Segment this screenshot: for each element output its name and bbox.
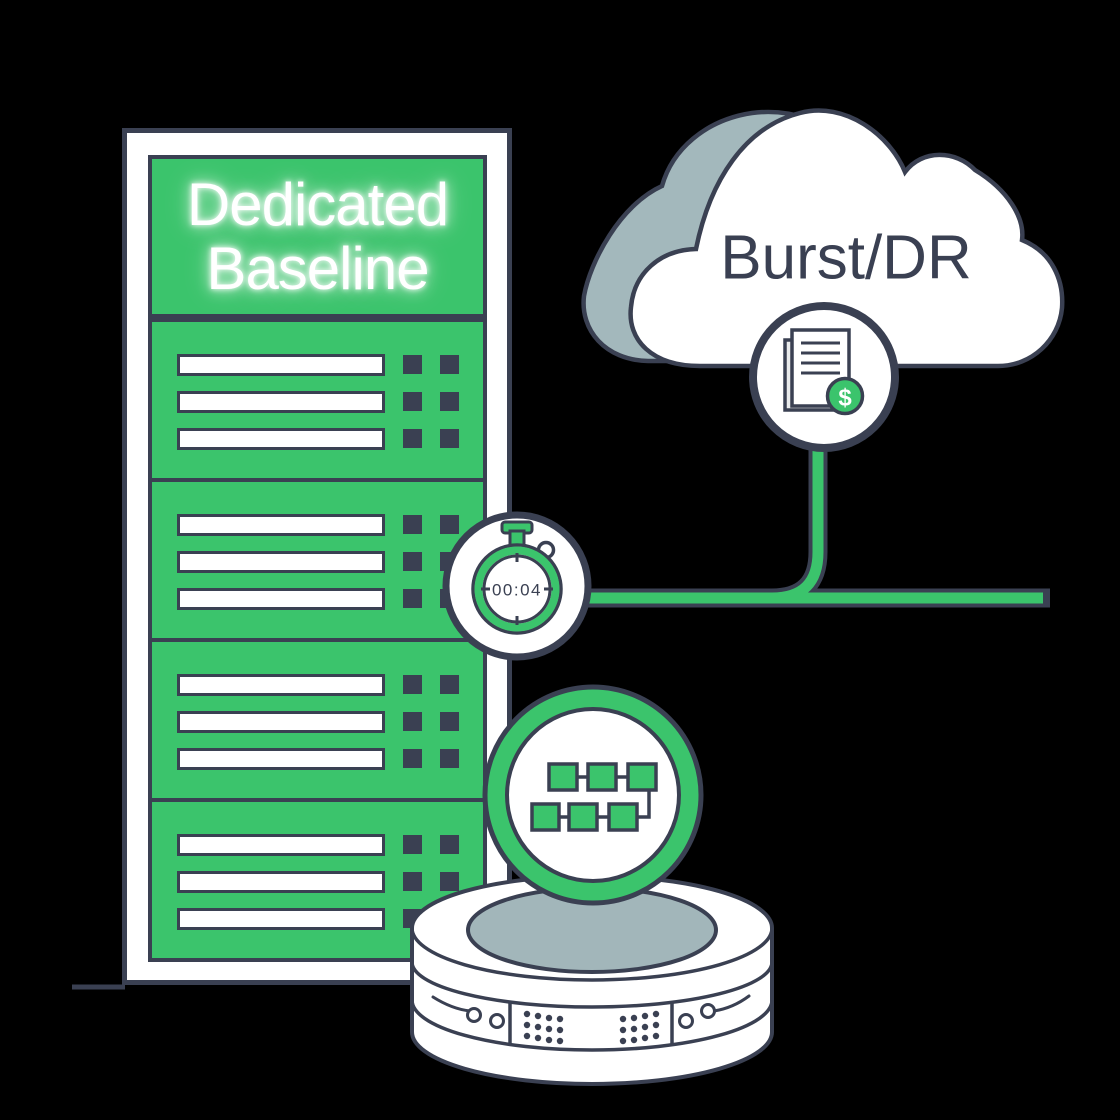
rack-unit: [148, 478, 487, 642]
drive-slot: [177, 428, 385, 450]
drive-slot: [177, 748, 385, 770]
led-square: [440, 392, 459, 411]
led-square: [403, 749, 422, 768]
drive-slot: [177, 514, 385, 536]
rack-title-line1: Dedicated: [186, 170, 449, 238]
drive-slot: [177, 908, 385, 930]
rack-title-line2: Baseline: [206, 234, 429, 302]
workflow-badge: [482, 684, 704, 906]
led-square: [403, 552, 422, 571]
led-square: [440, 355, 459, 374]
rack-unit: [148, 638, 487, 802]
drive-slot: [177, 834, 385, 856]
led-square: [440, 835, 459, 854]
led-square: [403, 355, 422, 374]
connector-lines: [588, 440, 1050, 608]
workflow-diagram-icon: [530, 762, 658, 832]
slot-row: [152, 748, 483, 770]
stopwatch-icon: 00:04: [471, 520, 563, 635]
cloud-label: Burst/DR: [720, 224, 971, 293]
storage-disk-icon: [410, 874, 774, 1086]
slot-row: [152, 391, 483, 413]
led-square: [403, 835, 422, 854]
rack-unit: [148, 318, 487, 482]
led-square: [403, 675, 422, 694]
billing-badge: $: [749, 302, 899, 452]
slot-row: [152, 674, 483, 696]
cloud-icon: [628, 108, 1065, 369]
dollar-sign: $: [838, 385, 852, 412]
led-square: [440, 515, 459, 534]
led-square: [440, 429, 459, 448]
led-square: [440, 675, 459, 694]
stopwatch-time: 00:04: [492, 581, 542, 600]
slot-row: [152, 711, 483, 733]
slot-row: [152, 514, 483, 536]
stopwatch: 00:04: [442, 511, 592, 661]
slot-row: [152, 428, 483, 450]
drive-slot: [177, 674, 385, 696]
disk-port-lights: [466, 1003, 716, 1029]
led-square: [440, 872, 459, 891]
drive-slot: [177, 588, 385, 610]
led-square: [440, 712, 459, 731]
led-square: [403, 429, 422, 448]
led-square: [440, 749, 459, 768]
drive-slot: [177, 711, 385, 733]
drive-slot: [177, 871, 385, 893]
drive-slot: [177, 391, 385, 413]
led-square: [403, 392, 422, 411]
led-square: [403, 589, 422, 608]
led-square: [403, 872, 422, 891]
disk-vent-dots: [523, 1010, 660, 1045]
drive-slot: [177, 354, 385, 376]
slot-row: [152, 834, 483, 856]
rack-title-panel: Dedicated Baseline: [148, 155, 487, 318]
led-square: [403, 515, 422, 534]
dollar-icon: $: [825, 376, 865, 416]
slot-row: [152, 354, 483, 376]
led-square: [403, 712, 422, 731]
slot-row: [152, 871, 483, 893]
drive-slot: [177, 551, 385, 573]
